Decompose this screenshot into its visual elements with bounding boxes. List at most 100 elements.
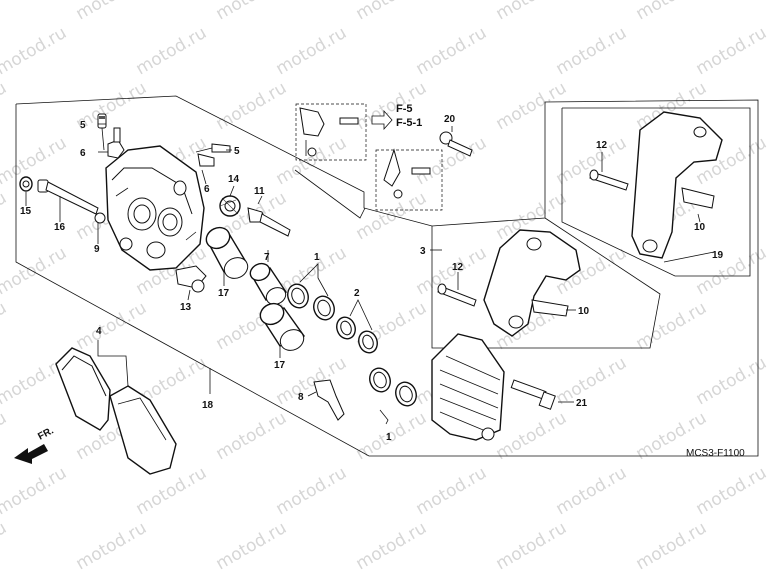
callout-16: 16 xyxy=(54,222,66,233)
caliper-outer-half xyxy=(431,333,505,441)
banjo-bolt-lower xyxy=(383,148,431,199)
caliper-bracket xyxy=(483,229,581,337)
watermark-text: motod.ru xyxy=(0,298,10,354)
callout-12-left: 12 xyxy=(452,262,464,273)
callout-2: 2 xyxy=(354,288,360,299)
bolt-21 xyxy=(510,379,556,410)
watermark-text: motod.ru xyxy=(413,463,491,519)
callout-15: 15 xyxy=(20,206,32,217)
watermark-text: motod.ru xyxy=(353,518,431,574)
watermark-text: motod.ru xyxy=(413,23,491,79)
front-arrow-icon xyxy=(14,444,48,464)
watermark-text: motod.ru xyxy=(0,188,10,244)
callout-labels: 5 6 15 16 9 5 6 14 11 13 17 7 17 1 2 1 4… xyxy=(20,114,724,443)
pin-plug xyxy=(94,212,106,224)
banjo-bolt-upper xyxy=(299,107,359,157)
bleeder-cap-left xyxy=(107,127,125,159)
callout-4: 4 xyxy=(96,326,102,337)
piston-seal-set-2 xyxy=(336,316,378,354)
bleeder-screw-left xyxy=(97,113,107,151)
callout-19: 19 xyxy=(712,250,724,261)
watermark-text: motod.ru xyxy=(633,0,711,24)
callout-17-upper: 17 xyxy=(218,288,230,299)
watermark-text: motod.ru xyxy=(213,78,291,134)
brake-pad-left xyxy=(55,347,111,431)
ref-label-f5: F-5 xyxy=(396,103,413,115)
bleeder-cap-right xyxy=(197,153,215,167)
watermark-text: motod.ru xyxy=(0,518,10,574)
watermark-text: motod.ru xyxy=(693,243,768,299)
piston-large-upper xyxy=(205,226,249,279)
watermark-text: motod.ru xyxy=(0,78,10,134)
watermark-text: motod.ru xyxy=(633,518,711,574)
watermark-text: motod.ru xyxy=(553,23,631,79)
watermark-text: motod.ru xyxy=(0,23,70,79)
callout-11: 11 xyxy=(254,186,265,197)
watermark-text: motod.ru xyxy=(213,408,291,464)
watermark-text: motod.ru xyxy=(273,133,351,189)
watermark-text: motod.ru xyxy=(493,0,571,24)
pad-pin xyxy=(19,176,99,215)
pad-retainer-upper xyxy=(681,187,715,209)
caliper-body xyxy=(105,145,205,271)
callout-6-left: 6 xyxy=(80,148,86,159)
leader-lines xyxy=(25,123,715,425)
watermark-text: motod.ru xyxy=(633,298,711,354)
piston-small xyxy=(249,262,288,305)
bracket-bolt-left xyxy=(437,283,477,307)
watermark-text: motod.ru xyxy=(0,463,70,519)
bleeder-screw-right xyxy=(195,143,231,153)
bracket-bolt-upper xyxy=(589,169,629,191)
ref-box-lower xyxy=(375,149,443,211)
ref-arrow xyxy=(371,109,393,131)
ref-box-upper xyxy=(295,103,367,161)
callout-3: 3 xyxy=(420,246,426,257)
callout-6-right: 6 xyxy=(204,184,210,195)
watermark-text: motod.ru xyxy=(213,0,291,24)
callout-5-right: 5 xyxy=(234,146,240,157)
callout-21: 21 xyxy=(576,398,588,409)
pin-bolt xyxy=(247,207,291,237)
callout-7: 7 xyxy=(264,252,270,263)
watermark-text: motod.ru xyxy=(73,298,151,354)
main-frame-outline xyxy=(15,95,759,457)
watermark-text: motod.ru xyxy=(133,463,211,519)
watermark-text: motod.ru xyxy=(493,78,571,134)
bolt-13 xyxy=(175,265,207,293)
caliper-bracket-alt xyxy=(631,111,723,259)
callout-12-upper: 12 xyxy=(596,140,608,151)
watermark-text: motod.ru xyxy=(0,243,70,299)
banjo-bolt-20 xyxy=(439,131,473,157)
watermark-text: motod.ru xyxy=(553,353,631,409)
piston-seal-set-lower xyxy=(369,367,417,407)
watermark-text: motod.ru xyxy=(353,0,431,24)
callout-17-lower: 17 xyxy=(274,360,286,371)
watermark-text: motod.ru xyxy=(693,353,768,409)
brake-pad-right xyxy=(109,385,177,475)
watermark-text: motod.ru xyxy=(493,518,571,574)
callout-18: 18 xyxy=(202,400,214,411)
callout-1-lower: 1 xyxy=(386,432,392,443)
watermark-text: motod.ru xyxy=(273,463,351,519)
callout-9: 9 xyxy=(94,244,100,255)
callout-13: 13 xyxy=(180,302,192,313)
callout-1-upper: 1 xyxy=(314,252,320,263)
watermark-text: motod.ru xyxy=(0,133,70,189)
callout-10-upper: 10 xyxy=(694,222,706,233)
front-label: FR. xyxy=(36,425,56,442)
pin-boot xyxy=(219,195,241,217)
piston-large-lower xyxy=(259,302,306,351)
pad-spring xyxy=(313,379,345,421)
callout-20: 20 xyxy=(444,114,456,125)
pad-retainer-lower xyxy=(531,299,569,317)
watermark-text: motod.ru xyxy=(273,23,351,79)
watermark-text: motod.ru xyxy=(693,463,768,519)
watermark-text: motod.ru xyxy=(213,518,291,574)
callout-8: 8 xyxy=(298,392,304,403)
diagram-code: MCS3-F1100 xyxy=(686,448,745,459)
ref-label-f5-1: F-5-1 xyxy=(396,117,422,129)
watermark-text: motod.ru xyxy=(133,23,211,79)
watermark-text: motod.ru xyxy=(0,408,10,464)
callout-5-left: 5 xyxy=(80,120,86,131)
